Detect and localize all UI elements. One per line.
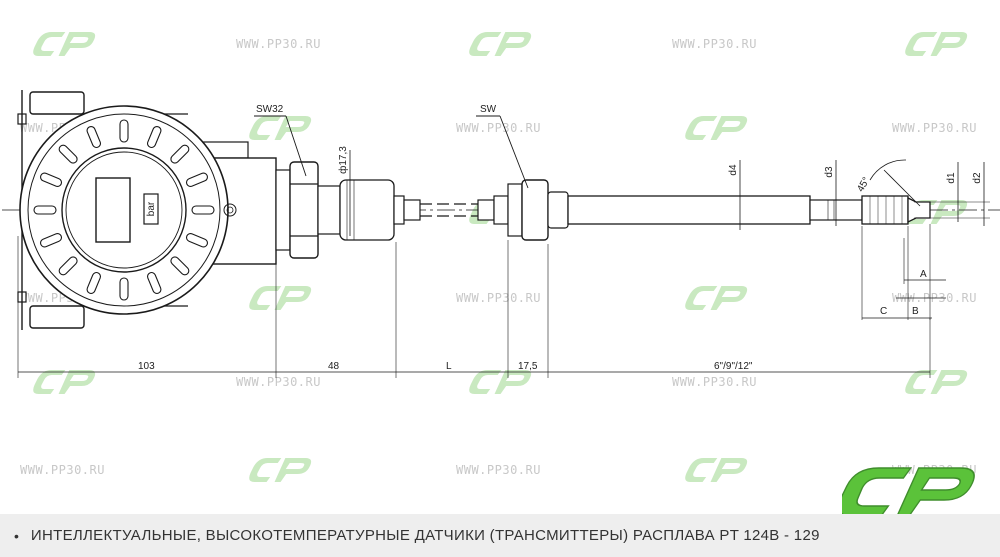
cooling-fin — [185, 233, 209, 248]
cooling-fin — [58, 144, 78, 164]
cooling-fin — [170, 256, 190, 276]
cooling-fin — [119, 277, 129, 301]
watermark-logo — [469, 32, 532, 56]
c-label: C — [880, 306, 887, 317]
watermark-url: WWW.PP30.RU — [672, 37, 757, 51]
dim-103: 103 — [138, 361, 155, 372]
cooling-fins — [33, 119, 215, 301]
watermark-url: WWW.PP30.RU — [456, 291, 541, 305]
watermark-logo — [905, 370, 968, 394]
cooling-fin — [170, 144, 190, 164]
d1-label: d1 — [946, 172, 957, 184]
watermark-logo — [685, 116, 748, 140]
logo-shape — [842, 467, 975, 517]
d2-label: d2 — [972, 172, 983, 184]
bar-label: bar — [146, 201, 157, 216]
caption-bar: • ИНТЕЛЛЕКТУАЛЬНЫЕ, ВЫСОКОТЕМПЕРАТУРНЫЕ … — [0, 514, 1000, 557]
watermark-logo — [685, 286, 748, 310]
brand-logo — [842, 467, 975, 517]
cooling-fin — [33, 205, 57, 215]
watermark-url: WWW.PP30.RU — [672, 375, 757, 389]
sw-label: SW — [480, 104, 497, 115]
watermark-logo — [249, 116, 312, 140]
cooling-fin — [185, 172, 209, 187]
drawing-labels: SW32 SW ф17,3 d4 d3 d1 d2 45° A B C 103 … — [138, 104, 983, 372]
sensor-drawing: bar — [2, 90, 1000, 378]
dim-17-5: 17,5 — [518, 361, 538, 372]
cooling-fin — [86, 271, 101, 295]
cooling-fin — [191, 205, 215, 215]
cooling-fin — [58, 256, 78, 276]
cooling-fin — [147, 271, 162, 295]
sw32-label: SW32 — [256, 104, 284, 115]
b-label: B — [912, 306, 919, 317]
watermark-url: WWW.PP30.RU — [892, 121, 977, 135]
cooling-fin — [86, 125, 101, 149]
caption-text: ИНТЕЛЛЕКТУАЛЬНЫЕ, ВЫСОКОТЕМПЕРАТУРНЫЕ ДА… — [30, 527, 820, 544]
watermark-logo — [469, 370, 532, 394]
dim-48: 48 — [328, 361, 340, 372]
watermark-logo — [33, 370, 96, 394]
watermark-url: WWW.PP30.RU — [20, 463, 105, 477]
watermark-logo — [249, 286, 312, 310]
cooling-fin — [39, 172, 63, 187]
watermark-url: WWW.PP30.RU — [456, 121, 541, 135]
watermark-logo — [905, 32, 968, 56]
cooling-fin — [119, 119, 129, 143]
a-label: A — [920, 269, 927, 280]
watermark-url: WWW.PP30.RU — [456, 463, 541, 477]
d4-label: d4 — [728, 164, 739, 176]
watermark-logo — [685, 458, 748, 482]
watermark-logo — [33, 32, 96, 56]
cooling-fin — [147, 125, 162, 149]
dim-length: 6"/9"/12" — [714, 361, 753, 372]
bullet-icon: • — [14, 527, 19, 544]
d3-label: d3 — [824, 166, 835, 178]
watermark-url: WWW.PP30.RU — [236, 37, 321, 51]
dim-l: L — [446, 361, 452, 372]
phi17-label: ф17,3 — [337, 146, 349, 174]
cooling-fin — [39, 233, 63, 248]
watermark-logo — [249, 458, 312, 482]
angle-label: 45° — [855, 175, 872, 194]
watermark-url: WWW.PP30.RU — [236, 375, 321, 389]
